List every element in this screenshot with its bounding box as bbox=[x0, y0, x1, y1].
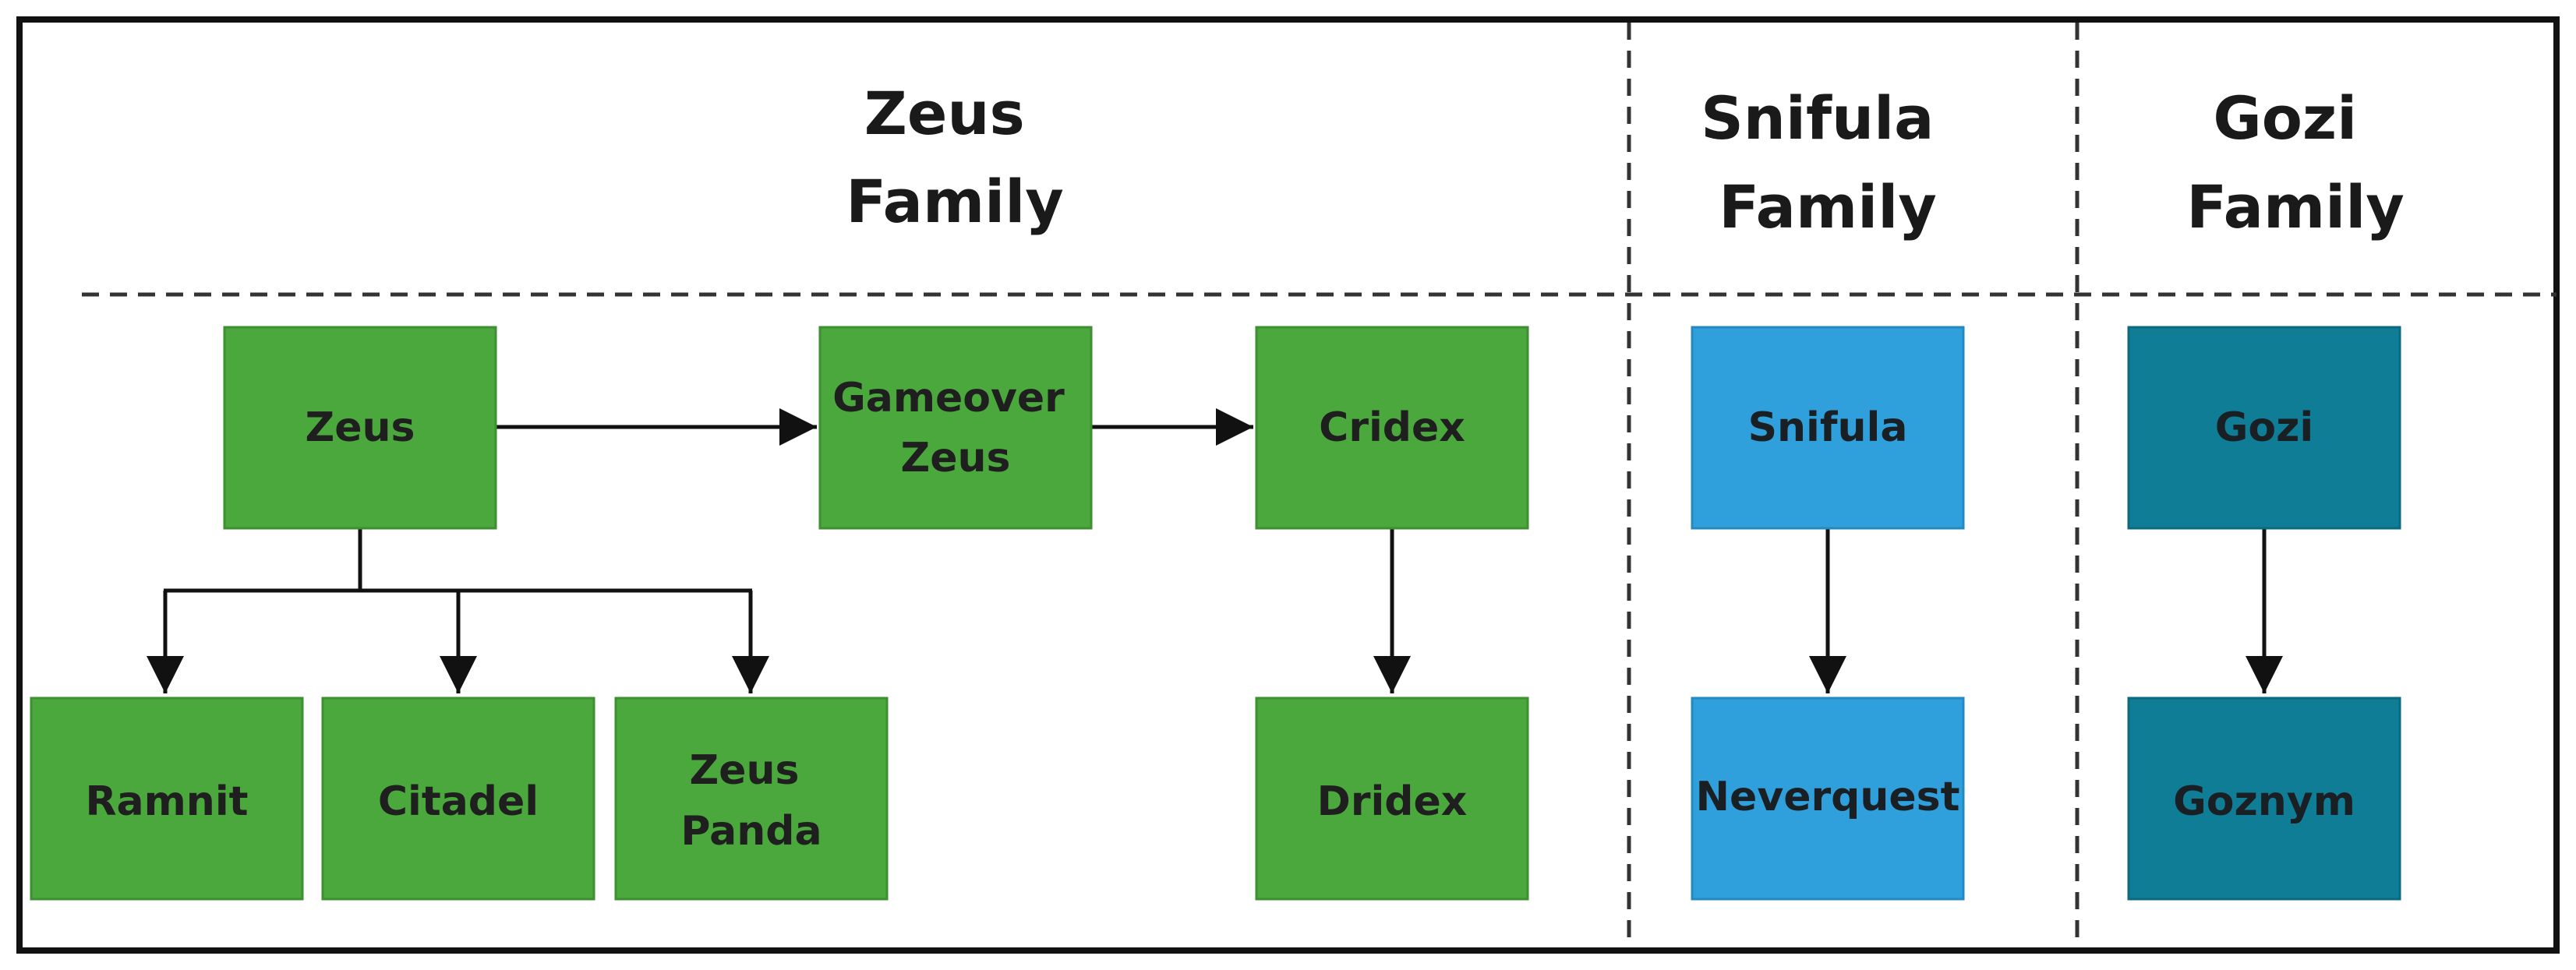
snifula-family-title: Snifula Family bbox=[1701, 83, 1955, 242]
node-citadel-label: Citadel bbox=[378, 778, 539, 825]
node-cridex-label: Cridex bbox=[1319, 404, 1465, 451]
node-gozi-label: Gozi bbox=[2215, 404, 2314, 451]
node-cridex: Cridex bbox=[1255, 326, 1529, 530]
node-gozi: Gozi bbox=[2127, 326, 2401, 530]
connectors bbox=[147, 408, 2283, 693]
node-neverquest-label: Neverquest bbox=[1696, 774, 1960, 820]
node-zeus-panda-label: Zeus Panda bbox=[680, 747, 822, 855]
node-goznym: Goznym bbox=[2127, 697, 2401, 901]
node-gameover-zeus-label: Gameover Zeus bbox=[832, 375, 1079, 481]
node-dridex-label: Dridex bbox=[1317, 778, 1468, 825]
zeus-family-title: Zeus Family bbox=[846, 79, 1064, 236]
node-goznym-label: Goznym bbox=[2173, 778, 2355, 825]
node-zeus-panda: Zeus Panda bbox=[614, 697, 889, 901]
gozi-family-title: Gozi Family bbox=[2186, 83, 2405, 242]
node-snifula: Snifula bbox=[1691, 326, 1965, 530]
node-ramnit: Ramnit bbox=[30, 697, 304, 901]
node-zeus: Zeus bbox=[223, 326, 497, 530]
node-gameover-zeus: Gameover Zeus bbox=[818, 326, 1093, 530]
node-ramnit-label: Ramnit bbox=[85, 778, 248, 825]
node-dridex: Dridex bbox=[1255, 697, 1529, 901]
node-citadel: Citadel bbox=[321, 697, 595, 901]
node-snifula-label: Snifula bbox=[1748, 404, 1908, 451]
node-neverquest: Neverquest bbox=[1691, 697, 1965, 901]
node-zeus-label: Zeus bbox=[306, 404, 415, 451]
